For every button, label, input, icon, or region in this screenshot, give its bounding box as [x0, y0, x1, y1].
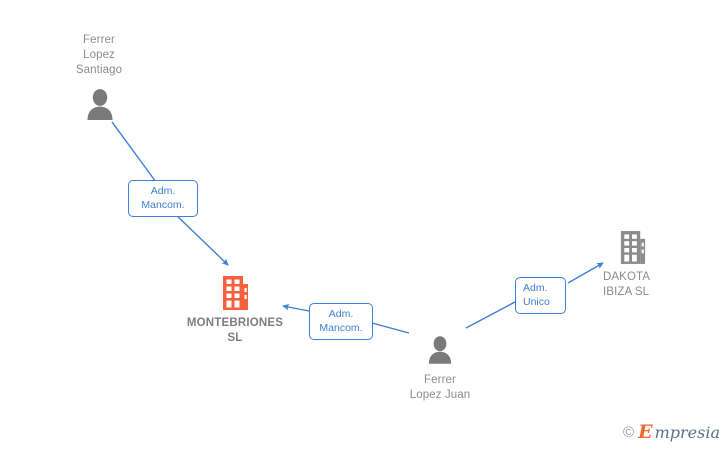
building-icon-glyph: [620, 231, 646, 264]
node-label-ferrer-lopez-santiago: Ferrer Lopez Santiago: [75, 34, 123, 76]
brand-name: mpresia: [654, 422, 720, 442]
node-label-ferrer-lopez-juan: Ferrer Lopez Juan: [409, 374, 471, 401]
edge-label-adm-mancom-juan[interactable]: Adm. Mancom.: [309, 303, 373, 340]
person-icon-ferrer-lopez-juan[interactable]: [424, 335, 456, 369]
building-icon-dakota-ibiza[interactable]: [618, 230, 647, 270]
edge-juan-to-unico-label: [465, 301, 516, 329]
person-icon-glyph: [428, 336, 452, 364]
copyright-icon: ©: [623, 424, 635, 441]
edge-juan-to-mancom-label: [371, 322, 410, 334]
watermark-empresia: © E mpresia: [623, 423, 720, 442]
building-icon-glyph: [223, 276, 248, 310]
edge-label-adm-mancom-santiago[interactable]: Adm. Mancom.: [128, 180, 198, 217]
brand-initial: E: [638, 421, 653, 443]
person-icon[interactable]: [82, 88, 118, 125]
building-icon-montebriones[interactable]: [220, 275, 250, 316]
edge-label-adm-unico[interactable]: Adm. Unico: [515, 277, 566, 314]
person-icon-glyph: [87, 89, 113, 120]
node-label-montebriones-sl: MONTEBRIONES SL: [186, 317, 284, 344]
node-label-dakota-ibiza-sl: DAKOTA IBIZA SL: [603, 271, 651, 298]
edge-mancom-label-to-montebriones: [282, 303, 310, 312]
edge-santiago-to-label: [111, 121, 157, 183]
edge-unico-label-to-dakota: [567, 262, 604, 284]
edge-label-to-montebriones: [172, 211, 229, 266]
